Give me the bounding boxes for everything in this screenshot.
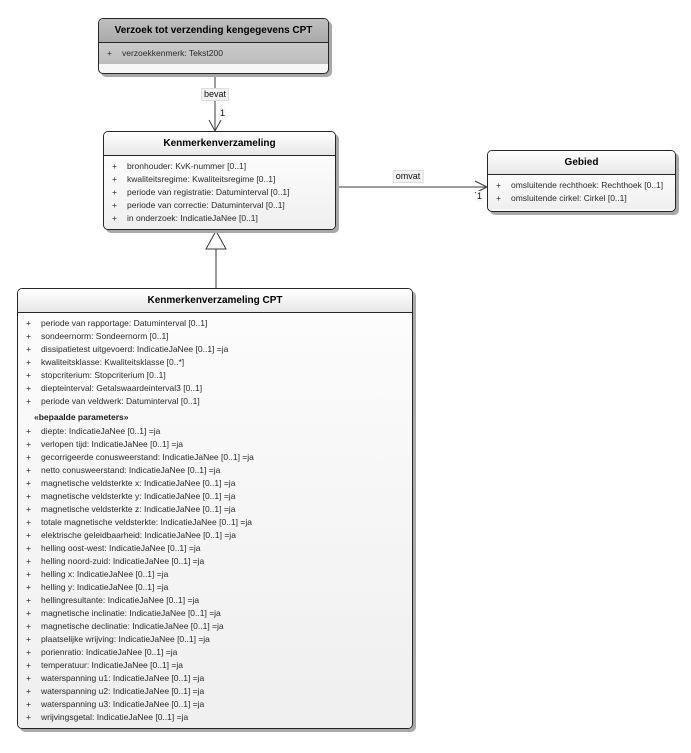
class-attribute: +waterspanning u1: IndicatieJaNee [0..1]… [26,673,205,683]
class-attribute: +gecorrigeerde conusweerstand: Indicatie… [26,452,254,462]
class-attribute: +temperatuur: IndicatieJaNee [0..1] =ja [26,660,183,670]
class-kenmerkenverzameling[interactable]: Kenmerkenverzameling +bronhouder: KvK-nu… [103,131,336,230]
class-attribute: +magnetische veldsterkte y: IndicatieJaN… [26,491,236,501]
class-attribute: +diepteinterval: Getalswaardeinterval3 [… [26,383,203,393]
bevat-connector[interactable] [208,74,222,133]
class-attribute: +periode van registratie: Datuminterval … [112,187,290,197]
generalization-connector[interactable] [205,229,227,288]
class-attribute: +wrijvingsgetal: IndicatieJaNee [0..1] =… [26,712,189,722]
class-attribute: +helling y: IndicatieJaNee [0..1] =ja [26,582,169,592]
class-attribute: +diepte: IndicatieJaNee [0..1] =ja [26,426,161,436]
attribute-list: +verzoekkenmerk: Tekst200 [99,43,328,64]
class-body: +periode van rapportage: Datuminterval [… [18,313,412,728]
class-attribute: +netto conusweerstand: IndicatieJaNee [0… [26,465,221,475]
class-attribute: +elektrische geleidbaarheid: IndicatieJa… [26,530,236,540]
open-arrowhead-icon [208,119,222,133]
class-attribute: +periode van correctie: Datuminterval [0… [112,200,285,210]
class-attribute: +helling oost-west: IndicatieJaNee [0..1… [26,543,201,553]
stereotype-heading: «bepaalde parameters» [34,412,129,422]
class-title: Kenmerkenverzameling [104,132,335,156]
class-attribute: +dissipatietest uitgevoerd: IndicatieJaN… [26,344,229,354]
attribute-list: +bronhouder: KvK-nummer [0..1] +kwaliteit… [104,156,335,229]
class-attribute: +verzoekkenmerk: Tekst200 [107,48,223,58]
class-attribute: +waterspanning u3: IndicatieJaNee [0..1]… [26,699,205,709]
class-attribute: +stopcriterium: Stopcriterium [0..1] [26,370,166,380]
class-attribute: +in onderzoek: IndicatieJaNee [0..1] [112,213,258,223]
class-verzoek-tot-verzending-kengegevens-cpt[interactable]: Verzoek tot verzending kengegevens CPT +… [98,18,329,74]
class-title: Verzoek tot verzending kengegevens CPT [99,19,328,43]
class-attribute: +kwaliteitsklasse: Kwaliteitsklasse [0..… [26,357,185,367]
class-attribute: +helling x: IndicatieJaNee [0..1] =ja [26,569,169,579]
class-attribute: +omsluitende rechthoek: Rechthoek [0..1] [496,180,664,190]
class-attribute: +magnetische veldsterkte z: IndicatieJaN… [26,504,236,514]
generalization-triangle-icon [205,229,227,250]
bevat-target-multiplicity: 1 [219,108,227,119]
bevat-connector-label[interactable]: bevat [200,88,230,101]
class-title: Gebied [488,151,675,175]
class-attribute: +periode van rapportage: Datuminterval [… [26,318,208,328]
class-attribute: +helling noord-zuid: IndicatieJaNee [0..… [26,556,205,566]
class-attribute: +kwaliteitsregime: Kwaliteitsregime [0..… [112,174,276,184]
class-title: Kenmerkenverzameling CPT [18,289,412,313]
class-attribute: +omsluitende cirkel: Cirkel [0..1] [496,193,627,203]
class-attribute: +totale magnetische veldsterkte: Indicat… [26,517,252,527]
omvat-target-multiplicity: 1 [476,191,484,202]
attribute-list: +periode van rapportage: Datuminterval [… [23,317,409,408]
class-kenmerkenverzameling-cpt[interactable]: Kenmerkenverzameling CPT +periode van ra… [17,288,413,729]
class-attribute: +verlopen tijd: IndicatieJaNee [0..1] =j… [26,439,183,449]
class-attribute: +periode van veldwerk: Datuminterval [0.… [26,396,200,406]
class-attribute: +hellingresultante: IndicatieJaNee [0..1… [26,595,200,605]
class-attribute: +bronhouder: KvK-nummer [0..1] [112,161,247,171]
class-attribute: +magnetische veldsterkte x: IndicatieJaN… [26,478,236,488]
class-attribute: +sondeernorm: Sondeernorm [0..1] [26,331,169,341]
omvat-connector-label[interactable]: omvat [392,170,424,183]
class-attribute: +porienratio: IndicatieJaNee [0..1] =ja [26,647,178,657]
attribute-list: +omsluitende rechthoek: Rechthoek [0..1]… [488,175,675,209]
class-attribute: +magnetische inclinatie: IndicatieJaNee … [26,608,221,618]
class-attribute: +magnetische declinatie: IndicatieJaNee … [26,621,224,631]
class-gebied[interactable]: Gebied +omsluitende rechthoek: Rechthoek… [487,150,676,212]
attribute-list-bepaalde-parameters: +diepte: IndicatieJaNee [0..1] =ja +verlo… [23,425,409,724]
class-attribute: +plaatselijke wrijving: IndicatieJaNee [… [26,634,210,644]
class-attribute: +waterspanning u2: IndicatieJaNee [0..1]… [26,686,205,696]
